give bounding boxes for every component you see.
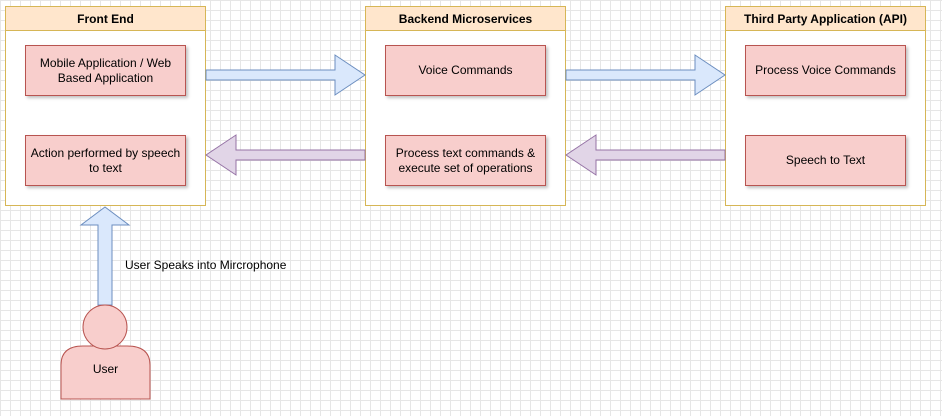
user-shape [60, 304, 151, 400]
mobile-app-box: Mobile Application / Web Based Applicati… [25, 45, 186, 96]
process-voice-box: Process Voice Commands [745, 45, 906, 96]
process-text-box: Process text commands & execute set of o… [385, 135, 546, 186]
user-speaks-label: User Speaks into Mircrophone [125, 258, 287, 272]
arrow-frontend-to-backend [205, 54, 366, 96]
voice-commands-box: Voice Commands [385, 45, 546, 96]
third-party-title: Third Party Application (API) [726, 7, 925, 31]
arrow-backend-to-frontend [205, 134, 366, 176]
arrow-user-to-frontend [79, 206, 131, 306]
arrow-thirdparty-to-backend [565, 134, 726, 176]
speech-to-text-box: Speech to Text [745, 135, 906, 186]
action-performed-box: Action performed by speech to text [25, 135, 186, 186]
backend-title: Backend Microservices [366, 7, 565, 31]
front-end-title: Front End [6, 7, 205, 31]
arrow-backend-to-thirdparty [565, 54, 726, 96]
user-label: User [92, 362, 119, 376]
